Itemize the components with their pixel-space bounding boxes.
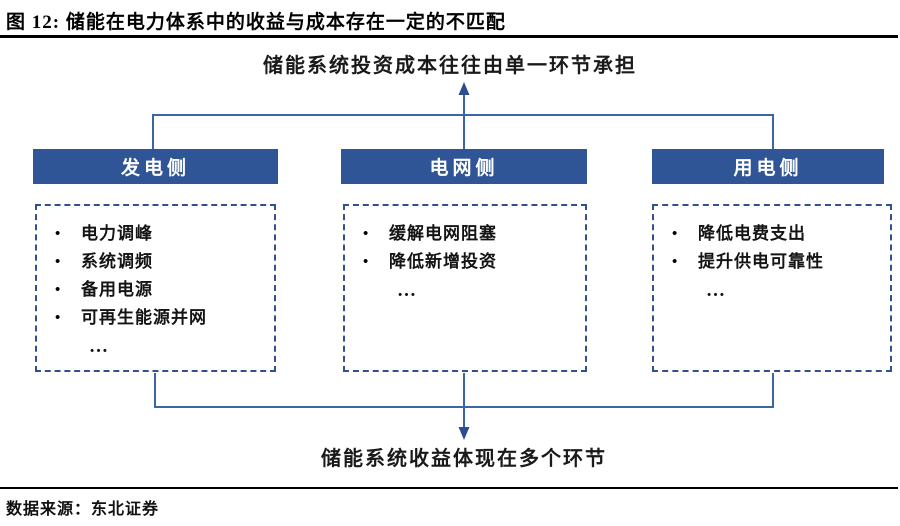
- list-item-label: 提升供电可靠性: [698, 252, 824, 271]
- header-box-grid-side: 电网侧: [341, 149, 587, 184]
- bullet-icon: •: [363, 226, 370, 242]
- bullet-icon: •: [55, 310, 62, 326]
- list-item-label: 降低电费支出: [698, 224, 806, 243]
- header-label: 发电侧: [120, 158, 190, 179]
- bullet-icon: •: [672, 226, 679, 242]
- data-source-label: 数据来源：东北证券: [6, 501, 160, 518]
- benefit-list: • 降低电费支出 • 提升供电可靠性 …: [654, 220, 890, 306]
- list-item-label: 降低新增投资: [389, 252, 497, 271]
- list-item: • 提升供电可靠性: [654, 248, 890, 276]
- list-item-label: 备用电源: [81, 280, 153, 299]
- bullet-icon: •: [55, 254, 62, 270]
- header-box-generation-side: 发电侧: [33, 149, 278, 184]
- header-label: 电网侧: [429, 158, 499, 179]
- list-item: • 备用电源: [37, 276, 274, 304]
- more-ellipsis: …: [89, 336, 110, 357]
- more-ellipsis: …: [397, 280, 418, 301]
- panel-grid-side: • 缓解电网阻塞 • 降低新增投资 …: [343, 204, 587, 372]
- benefit-list: • 缓解电网阻塞 • 降低新增投资 …: [345, 220, 585, 306]
- header-box-consumption-side: 用电侧: [652, 149, 884, 184]
- list-item: • 缓解电网阻塞: [345, 220, 585, 248]
- panel-generation-side: • 电力调峰 • 系统调频 • 备用电源 • 可再生能源并网 …: [35, 204, 276, 372]
- header-label: 用电侧: [733, 158, 803, 179]
- bullet-icon: •: [55, 282, 62, 298]
- list-item-label: 缓解电网阻塞: [389, 224, 497, 243]
- bullet-icon: •: [672, 254, 679, 270]
- panel-consumption-side: • 降低电费支出 • 提升供电可靠性 …: [652, 204, 892, 372]
- list-item-label: 可再生能源并网: [81, 308, 207, 327]
- bullet-icon: •: [55, 226, 62, 242]
- up-arrowhead-icon: [458, 82, 470, 95]
- bottom-benefit-label: 储能系统收益体现在多个环节: [321, 448, 607, 470]
- list-item-label: 系统调频: [81, 252, 153, 271]
- top-cost-label: 储能系统投资成本往往由单一环节承担: [263, 55, 637, 77]
- figure-title: 图 12: 储能在电力体系中的收益与成本存在一定的不匹配: [6, 12, 506, 33]
- footer-rule: [0, 487, 898, 489]
- list-item: • 降低新增投资: [345, 248, 585, 276]
- list-item: • 降低电费支出: [654, 220, 890, 248]
- down-arrowhead-icon: [458, 427, 470, 440]
- list-item: • 可再生能源并网: [37, 304, 274, 332]
- list-item: • 系统调频: [37, 248, 274, 276]
- list-item: • 电力调峰: [37, 220, 274, 248]
- list-item-label: 电力调峰: [81, 224, 153, 243]
- more-ellipsis: …: [706, 280, 727, 301]
- bullet-icon: •: [363, 254, 370, 270]
- benefit-list: • 电力调峰 • 系统调频 • 备用电源 • 可再生能源并网 …: [37, 220, 274, 362]
- title-rule: [0, 35, 898, 38]
